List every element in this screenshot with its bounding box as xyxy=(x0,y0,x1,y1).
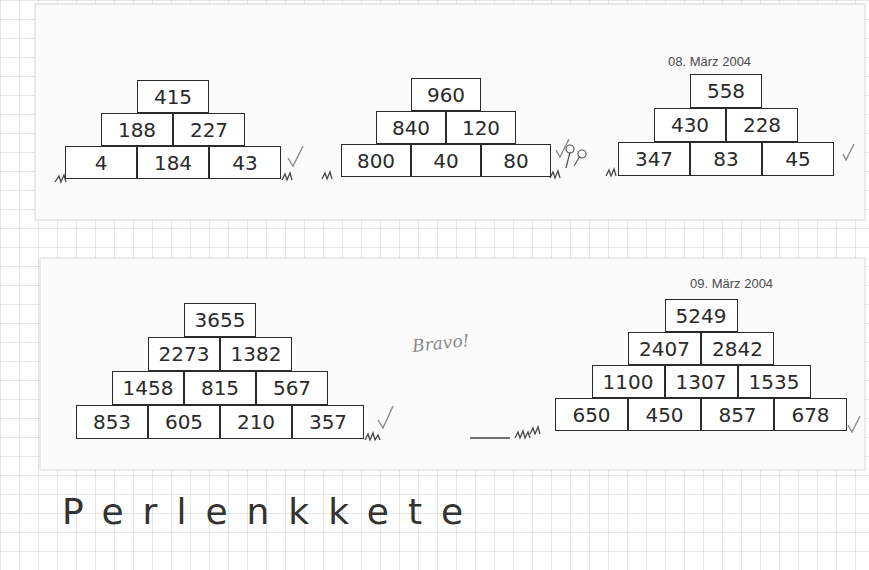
brick-number: 2273 xyxy=(159,344,210,364)
brick-number: 960 xyxy=(427,85,465,105)
pyramid-brick: 1535 xyxy=(738,365,811,398)
brick-number: 4 xyxy=(95,153,108,173)
brick-number: 120 xyxy=(462,118,500,138)
pyramid-brick: 960 xyxy=(411,78,481,111)
pyramid-brick: 1307 xyxy=(665,365,738,398)
brick-number: 5249 xyxy=(676,306,727,326)
pyramid-brick: 1382 xyxy=(220,337,292,371)
pyramid-brick: 188 xyxy=(101,113,173,146)
pyramid-brick: 227 xyxy=(173,113,245,146)
pyramid-brick: 83 xyxy=(690,142,762,176)
brick-number: 430 xyxy=(671,115,709,135)
brick-number: 3655 xyxy=(195,310,246,330)
brick-number: 678 xyxy=(791,405,829,425)
pyramid-brick: 450 xyxy=(628,398,701,431)
pyramid-brick: 857 xyxy=(701,398,774,431)
grass-doodles xyxy=(55,169,616,440)
pyramid-brick: 228 xyxy=(726,108,798,142)
brick-number: 45 xyxy=(785,149,810,169)
pyramid-brick: 815 xyxy=(184,371,256,405)
pyramid-brick: 1458 xyxy=(112,371,184,405)
brick-number: 2842 xyxy=(712,339,763,359)
brick-number: 188 xyxy=(118,120,156,140)
pyramid-brick: 43 xyxy=(209,146,281,179)
pyramid-brick: 567 xyxy=(256,371,328,405)
brick-number: 184 xyxy=(154,153,192,173)
pyramid-brick: 430 xyxy=(654,108,726,142)
brick-number: 1100 xyxy=(603,372,654,392)
brick-number: 227 xyxy=(190,120,228,140)
flower-doodles xyxy=(566,145,586,168)
brick-number: 1535 xyxy=(749,372,800,392)
brick-number: 43 xyxy=(232,153,257,173)
check-marks xyxy=(288,139,860,432)
brick-number: 853 xyxy=(93,412,131,432)
brick-number: 415 xyxy=(154,87,192,107)
brick-number: 2407 xyxy=(639,339,690,359)
brick-number: 650 xyxy=(572,405,610,425)
pyramid-brick: 120 xyxy=(446,111,516,144)
pyramid-brick: 840 xyxy=(376,111,446,144)
brick-number: 450 xyxy=(645,405,683,425)
pyramid-brick: 45 xyxy=(762,142,834,176)
pyramid-brick: 558 xyxy=(690,74,762,108)
brick-number: 1382 xyxy=(231,344,282,364)
pyramid-brick: 184 xyxy=(137,146,209,179)
handwritten-word: Perlenkkete xyxy=(62,492,482,532)
pyramid-brick: 357 xyxy=(292,405,364,439)
pyramid-brick: 1100 xyxy=(592,365,665,398)
pyramid-brick: 2407 xyxy=(628,332,701,365)
pyramid-brick: 650 xyxy=(555,398,628,431)
pyramid-brick: 853 xyxy=(76,405,148,439)
pyramid-brick: 40 xyxy=(411,144,481,177)
brick-number: 840 xyxy=(392,118,430,138)
pyramid-brick: 2842 xyxy=(701,332,774,365)
pyramid-brick: 415 xyxy=(137,80,209,113)
pyramid-brick: 800 xyxy=(341,144,411,177)
brick-number: 605 xyxy=(165,412,203,432)
pyramid-brick: 2273 xyxy=(148,337,220,371)
brick-number: 800 xyxy=(357,151,395,171)
pyramid-brick: 605 xyxy=(148,405,220,439)
brick-number: 40 xyxy=(433,151,458,171)
brick-number: 80 xyxy=(503,151,528,171)
pyramid-brick: 678 xyxy=(774,398,847,431)
brick-number: 1307 xyxy=(676,372,727,392)
date-stamp: 09. März 2004 xyxy=(690,277,773,291)
pyramid-brick: 347 xyxy=(618,142,690,176)
pyramid-brick: 4 xyxy=(65,146,137,179)
pyramid-brick: 3655 xyxy=(184,303,256,337)
brick-number: 815 xyxy=(201,378,239,398)
brick-number: 567 xyxy=(273,378,311,398)
brick-number: 357 xyxy=(309,412,347,432)
date-stamp: 08. März 2004 xyxy=(668,55,751,69)
brick-number: 347 xyxy=(635,149,673,169)
brick-number: 558 xyxy=(707,81,745,101)
pyramid-brick: 210 xyxy=(220,405,292,439)
pyramid-brick: 80 xyxy=(481,144,551,177)
worksheet-strip xyxy=(35,4,865,220)
pyramid-brick: 5249 xyxy=(665,299,738,332)
brick-number: 1458 xyxy=(123,378,174,398)
brick-number: 857 xyxy=(718,405,756,425)
brick-number: 228 xyxy=(743,115,781,135)
worksheet-strip xyxy=(40,258,865,470)
brick-number: 210 xyxy=(237,412,275,432)
brick-number: 83 xyxy=(713,149,738,169)
